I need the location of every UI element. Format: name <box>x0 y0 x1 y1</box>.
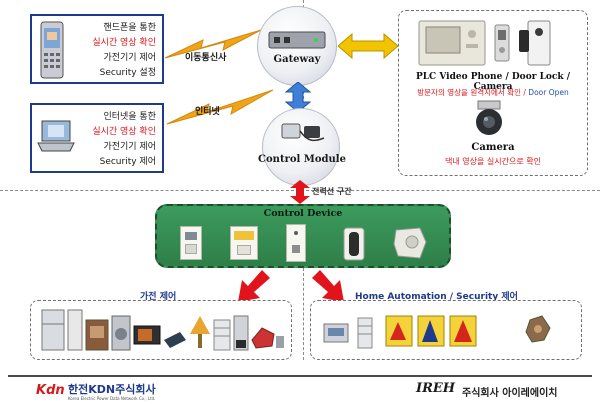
video-phone-icon <box>418 20 486 66</box>
control-device-unit <box>180 226 202 260</box>
door-lock-icon <box>494 24 510 62</box>
security-icons <box>323 315 551 349</box>
kdn-company-name: 한전KDN주식회사 <box>68 383 156 396</box>
client-line: Security 설정 <box>99 68 156 78</box>
home-automation-arrow <box>312 270 344 302</box>
gateway-box-icon <box>268 31 326 49</box>
footer-divider <box>8 375 592 377</box>
appliance-section-label: 가전 제어 <box>140 292 177 302</box>
mobile-link-label: 이동통신사 <box>185 53 227 63</box>
sensor-icon <box>393 227 427 259</box>
control-device-unit <box>286 224 306 262</box>
center-divider-bottom <box>303 268 304 360</box>
client-line: 인터넷을 통한 <box>103 112 156 122</box>
kdn-company-sub: Korea Electric Power Data Network Co., L… <box>68 396 156 401</box>
internet-client-text: 인터넷을 통한 실시간 영상 확인 가전기기 제어 Security 제어 <box>92 110 156 170</box>
control-module-label: Control Module <box>258 154 346 165</box>
ireh-company-name: 주식회사 아이레에이치 <box>462 388 558 399</box>
client-line: 가전기기 제어 <box>103 53 156 63</box>
plc-subtitle-blue: Door Open <box>528 88 569 97</box>
lightning-icon <box>166 89 274 125</box>
plc-subtitle-red: 방문자의 영상을 원격지에서 확인 / <box>417 88 529 97</box>
door-phone-icon <box>519 20 551 66</box>
plc-title: PLC Video Phone / Door Lock / Camera <box>415 72 571 92</box>
camera-title: Camera <box>471 142 515 153</box>
gateway-label: Gateway <box>273 54 321 65</box>
gateway-module-arrow <box>285 82 311 112</box>
client-line: 실시간 영상 확인 <box>92 127 156 137</box>
kdn-logo: Kdn <box>36 383 65 398</box>
plc-subtitle: 방문자의 영상을 원격지에서 확인 / Door Open <box>401 87 585 98</box>
mobile-client-box: 핸드폰을 통한 실시간 영상 확인 가전기기 제어 Security 설정 <box>30 14 164 84</box>
client-line: 핸드폰을 통한 <box>103 23 156 33</box>
control-device-label: Control Device <box>263 208 343 219</box>
internet-link-label: 인터넷 <box>195 107 220 117</box>
camera-desc: 댁내 영상을 실시간으로 확인 <box>445 157 541 166</box>
handset-icon <box>343 227 365 261</box>
mobile-client-text: 핸드폰을 통한 실시간 영상 확인 가전기기 제어 Security 설정 <box>92 21 156 81</box>
control-device-unit <box>230 226 258 260</box>
internet-client-box: 인터넷을 통한 실시간 영상 확인 가전기기 제어 Security 제어 <box>30 103 164 173</box>
laptop-icon <box>37 120 75 152</box>
camera-icon <box>476 100 502 135</box>
gateway-plc-arrow <box>338 32 398 60</box>
plc-link-arrow <box>290 180 310 204</box>
control-module-icon <box>281 123 325 142</box>
appliance-arrow <box>238 270 270 302</box>
ireh-logo: IREH <box>416 381 456 396</box>
client-line: 실시간 영상 확인 <box>92 38 156 48</box>
client-line: Security 제어 <box>99 157 156 167</box>
home-automation-section-label: Home Automation / Security 제어 <box>355 292 518 302</box>
plc-link-label: 전력선 구간 <box>312 187 352 196</box>
client-line: 가전기기 제어 <box>103 142 156 152</box>
appliance-icons <box>41 309 284 351</box>
mobile-phone-icon <box>40 21 64 79</box>
